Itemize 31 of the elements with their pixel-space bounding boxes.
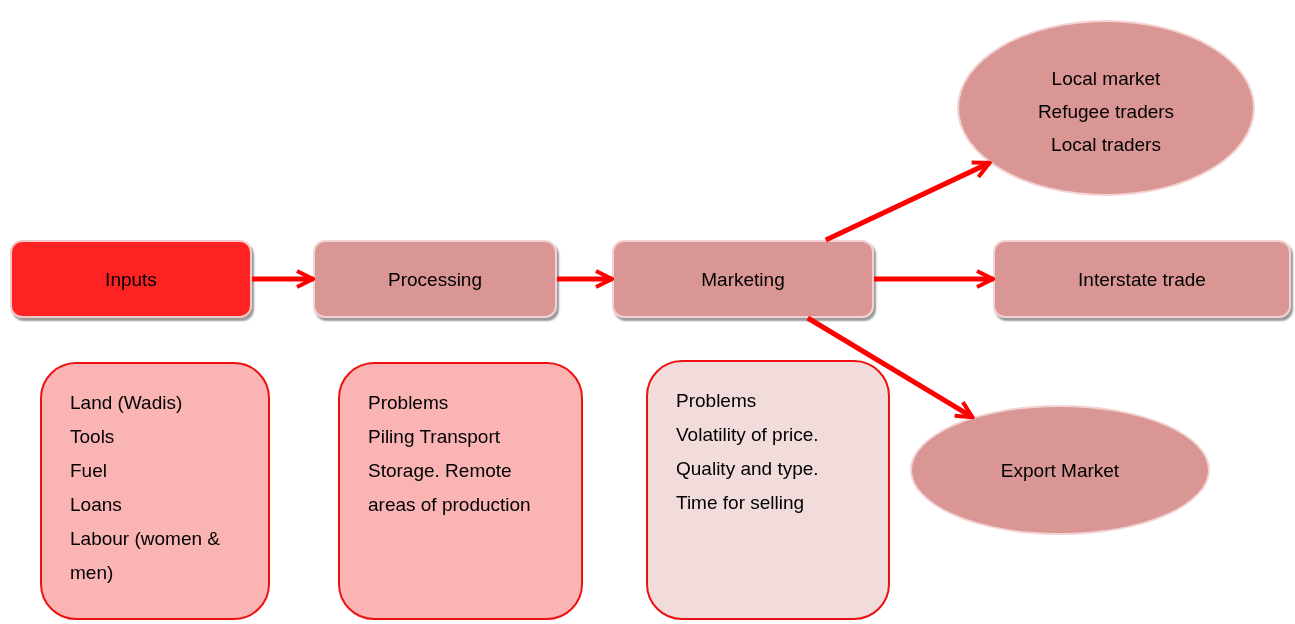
- node-label: Local market: [1051, 67, 1161, 91]
- list-item: Problems: [368, 391, 449, 415]
- process-box: [313, 240, 557, 318]
- list-item: Problems: [676, 389, 757, 413]
- list-item: Tools: [70, 425, 115, 449]
- list-item: Land (Wadis): [70, 391, 183, 415]
- list-item: Loans: [70, 493, 122, 517]
- node-label: Refugee traders: [1037, 100, 1175, 124]
- list-item: Volatility of price.: [676, 423, 819, 447]
- market-box: [993, 240, 1291, 318]
- arrow: [874, 269, 995, 289]
- node-label: Processing: [388, 267, 482, 292]
- list-item: Time for selling: [676, 491, 805, 515]
- process-box: [612, 240, 874, 318]
- arrow: [824, 160, 992, 243]
- list-item: Piling Transport Storage. Remote areas of production: [368, 425, 532, 517]
- list-item: Quality and type.: [676, 457, 819, 481]
- node-label: Inputs: [105, 267, 157, 292]
- arrow: [252, 269, 315, 289]
- node-label: Marketing: [701, 267, 785, 292]
- arrow: [806, 315, 975, 420]
- problem-box: [646, 360, 890, 620]
- process-box: [10, 240, 252, 318]
- list-item: Fuel: [70, 459, 107, 483]
- node-label: Local traders: [1051, 133, 1161, 157]
- list-item: Labour (women & men): [70, 527, 221, 585]
- node-label: Interstate trade: [1078, 267, 1206, 292]
- problem-box: [338, 362, 583, 620]
- input-list-box: [40, 362, 270, 620]
- node-label: Export Market: [1000, 458, 1120, 483]
- arrow: [557, 269, 614, 289]
